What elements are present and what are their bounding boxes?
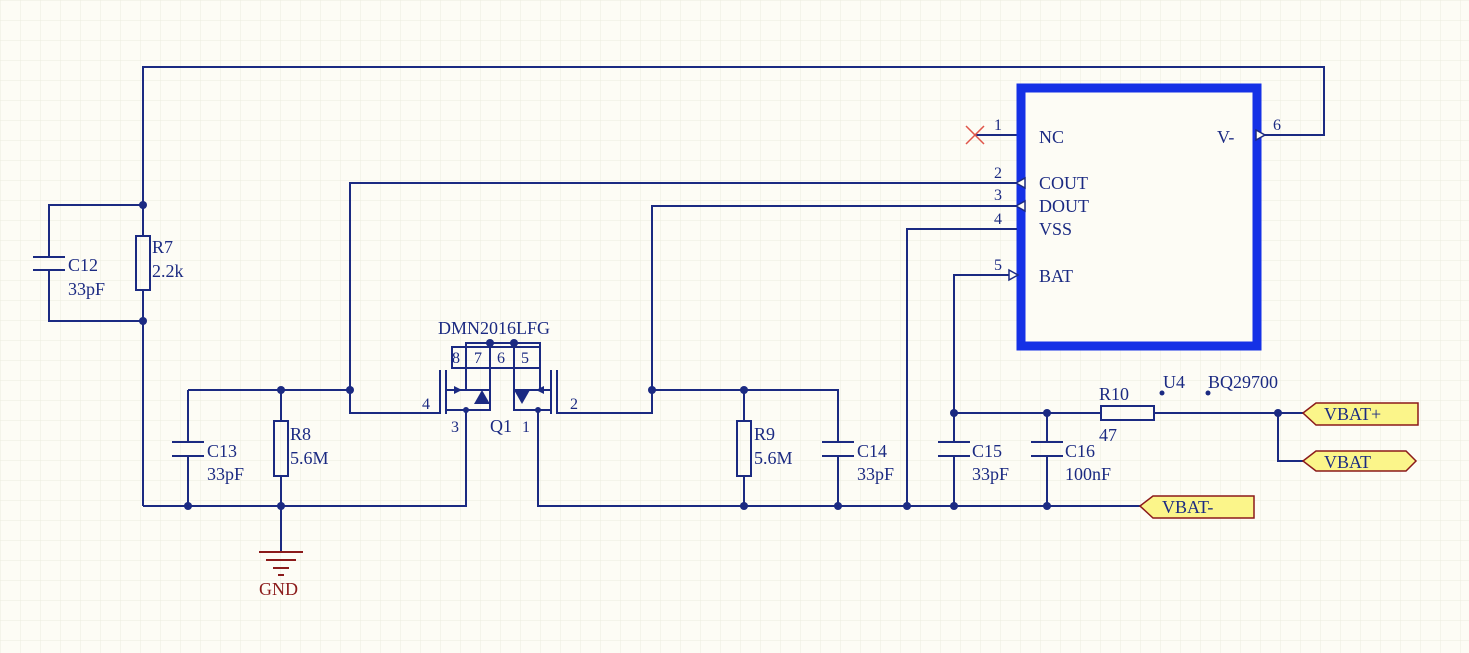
c12-ref: C12 — [68, 255, 98, 275]
q1-pin4: 4 — [422, 396, 430, 413]
q1-ref: Q1 — [490, 416, 512, 436]
r7-value: 2.2k — [152, 261, 184, 281]
port-vbat-plus-label: VBAT+ — [1324, 404, 1381, 424]
q1-part: DMN2016LFG — [438, 318, 550, 338]
resistor-r8[interactable]: R8 5.6M — [273, 420, 329, 477]
ic-pin-dout: DOUT — [1039, 196, 1089, 216]
capacitor-c14[interactable]: C14 33pF — [822, 441, 894, 484]
ic-pin-nc: NC — [1039, 127, 1064, 147]
resistor-r7[interactable]: R7 2.2k — [135, 235, 184, 291]
q1-pin7: 7 — [474, 350, 482, 367]
port-vbat-plus[interactable]: VBAT+ — [1301, 402, 1419, 426]
junctions — [139, 201, 1282, 510]
c14-value: 33pF — [857, 464, 894, 484]
ic-pin1-num: 1 — [994, 117, 1002, 134]
c14-ref: C14 — [857, 441, 887, 461]
gnd-label: GND — [259, 579, 298, 599]
capacitor-c15[interactable]: C15 33pF — [938, 441, 1009, 484]
ic-pin2-num: 2 — [994, 165, 1002, 182]
q1-pin3: 3 — [451, 419, 459, 436]
port-vbat[interactable]: VBAT — [1301, 450, 1418, 472]
ic-u4[interactable]: 1 2 3 4 5 6 NC COUT DOUT VSS BAT V- — [965, 83, 1281, 351]
c13-value: 33pF — [207, 464, 244, 484]
resistor-r9[interactable]: R9 5.6M — [736, 420, 793, 477]
q1-pin1: 1 — [522, 419, 530, 436]
c15-ref: C15 — [972, 441, 1002, 461]
ic-pin-bat: BAT — [1039, 266, 1073, 286]
q1-pin6: 6 — [497, 350, 505, 367]
r8-value: 5.6M — [290, 448, 329, 468]
capacitor-c12[interactable]: C12 33pF — [33, 255, 105, 299]
ic-pin6-num: 6 — [1273, 117, 1281, 134]
ic-pin-vminus: V- — [1217, 127, 1234, 147]
no-connect-marker — [965, 125, 985, 145]
u4-ref: U4 — [1163, 372, 1185, 392]
ic-pin5-num: 5 — [994, 257, 1002, 274]
q1-pin5: 5 — [521, 350, 529, 367]
c16-value: 100nF — [1065, 464, 1111, 484]
q1-pin8: 8 — [452, 350, 460, 367]
resistor-r10[interactable]: R10 47 — [1099, 384, 1155, 445]
capacitor-c16[interactable]: C16 100nF — [1031, 441, 1111, 484]
c15-value: 33pF — [972, 464, 1009, 484]
r9-value: 5.6M — [754, 448, 793, 468]
port-vbat-minus-label: VBAT- — [1162, 497, 1213, 517]
r10-value: 47 — [1099, 425, 1117, 445]
q1-pin2: 2 — [570, 396, 578, 413]
ic-pin-vss: VSS — [1039, 219, 1072, 239]
r7-ref: R7 — [152, 237, 173, 257]
port-vbat-label: VBAT — [1324, 452, 1371, 472]
wires — [48, 66, 1325, 552]
r8-ref: R8 — [290, 424, 311, 444]
mosfet-q1[interactable]: DMN2016LFG 8 7 6 5 — [422, 318, 578, 436]
r10-ref: R10 — [1099, 384, 1129, 404]
u4-labels: U4 BQ29700 — [1159, 372, 1278, 396]
c12-value: 33pF — [68, 279, 105, 299]
ground-symbol[interactable]: GND — [259, 551, 303, 599]
ic-pin3-num: 3 — [994, 187, 1002, 204]
c13-ref: C13 — [207, 441, 237, 461]
capacitor-c13[interactable]: C13 33pF — [172, 441, 244, 484]
ic-pin-cout: COUT — [1039, 173, 1088, 193]
port-vbat-minus[interactable]: VBAT- — [1138, 495, 1255, 519]
u4-part: BQ29700 — [1208, 372, 1278, 392]
r9-ref: R9 — [754, 424, 775, 444]
c16-ref: C16 — [1065, 441, 1095, 461]
ic-pin4-num: 4 — [994, 211, 1002, 228]
